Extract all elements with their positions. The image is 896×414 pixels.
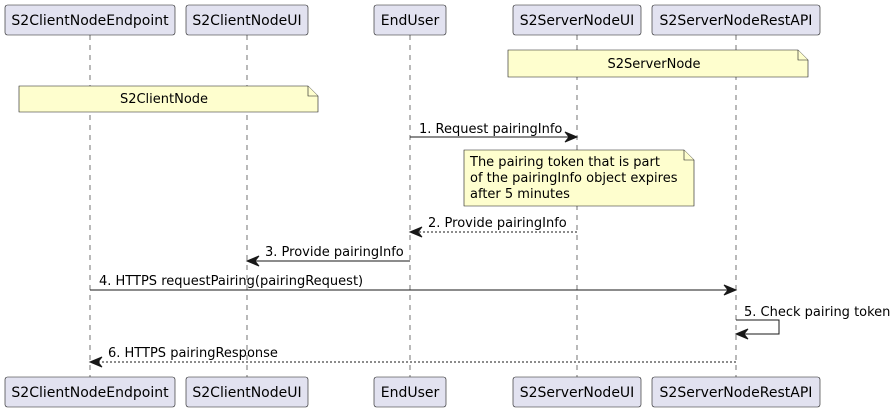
participant-label: S2ClientNodeEndpoint — [11, 13, 169, 29]
participant-label: S2ClientNodeEndpoint — [11, 385, 169, 401]
note-text: S2ServerNode — [607, 57, 700, 72]
participant-bottom-enduser: EndUser — [373, 376, 447, 408]
arrowhead — [564, 131, 579, 143]
participant-top-enduser: EndUser — [373, 4, 447, 36]
participant-bottom-s2servernoderestapi: S2ServerNodeRestAPI — [651, 376, 821, 408]
message-4: 4. HTTPS requestPairing(pairingRequest) — [90, 274, 738, 296]
participant-label: EndUser — [381, 385, 440, 401]
arrowhead — [408, 226, 423, 238]
participant-label: S2ServerNodeUI — [520, 13, 635, 29]
participant-label: S2ServerNodeRestAPI — [660, 13, 813, 29]
message-2: 2. Provide pairingInfo — [408, 216, 577, 238]
participant-label: S2ClientNodeUI — [192, 385, 301, 401]
message-self-loop — [736, 319, 780, 335]
note-text: S2ClientNode — [120, 92, 208, 107]
participant-top-s2clientnodeui: S2ClientNodeUI — [185, 4, 309, 36]
participant-label: S2ServerNodeRestAPI — [660, 385, 813, 401]
arrowhead — [245, 255, 260, 267]
participant-label: EndUser — [381, 13, 440, 29]
note-text-line: after 5 minutes — [470, 187, 570, 202]
message-6: 6. HTTPS pairingResponse — [88, 346, 736, 368]
message-3: 3. Provide pairingInfo — [245, 245, 410, 267]
message-1: 1. Request pairingInfo — [410, 122, 579, 143]
message-label: 6. HTTPS pairingResponse — [108, 346, 278, 361]
arrowhead — [88, 356, 103, 368]
message-5: 5. Check pairing token — [734, 305, 890, 340]
note-s2clientnode: S2ClientNode — [18, 85, 319, 113]
message-label: 5. Check pairing token — [744, 305, 890, 320]
note-text-line: of the pairingInfo object expires — [470, 171, 678, 186]
participant-top-s2clientnodeendpoint: S2ClientNodeEndpoint — [4, 4, 176, 36]
arrowhead — [734, 328, 749, 340]
message-label: 4. HTTPS requestPairing(pairingRequest) — [99, 274, 363, 289]
note-text-line: The pairing token that is part — [469, 155, 660, 170]
participant-top-s2servernodeui: S2ServerNodeUI — [512, 4, 642, 36]
arrowhead — [723, 284, 738, 296]
message-label: 3. Provide pairingInfo — [265, 245, 404, 260]
participant-bottom-s2servernodeui: S2ServerNodeUI — [512, 376, 642, 408]
message-label: 1. Request pairingInfo — [419, 122, 562, 137]
note-s2servernode: S2ServerNode — [507, 49, 809, 78]
participant-bottom-s2clientnodeendpoint: S2ClientNodeEndpoint — [4, 376, 176, 408]
participant-label: S2ClientNodeUI — [192, 13, 301, 29]
note-pairing-token-expiry: The pairing token that is part of the pa… — [463, 149, 695, 207]
participant-top-s2servernoderestapi: S2ServerNodeRestAPI — [651, 4, 821, 36]
message-label: 2. Provide pairingInfo — [428, 216, 567, 231]
participant-bottom-s2clientnodeui: S2ClientNodeUI — [185, 376, 309, 408]
participant-label: S2ServerNodeUI — [520, 385, 635, 401]
